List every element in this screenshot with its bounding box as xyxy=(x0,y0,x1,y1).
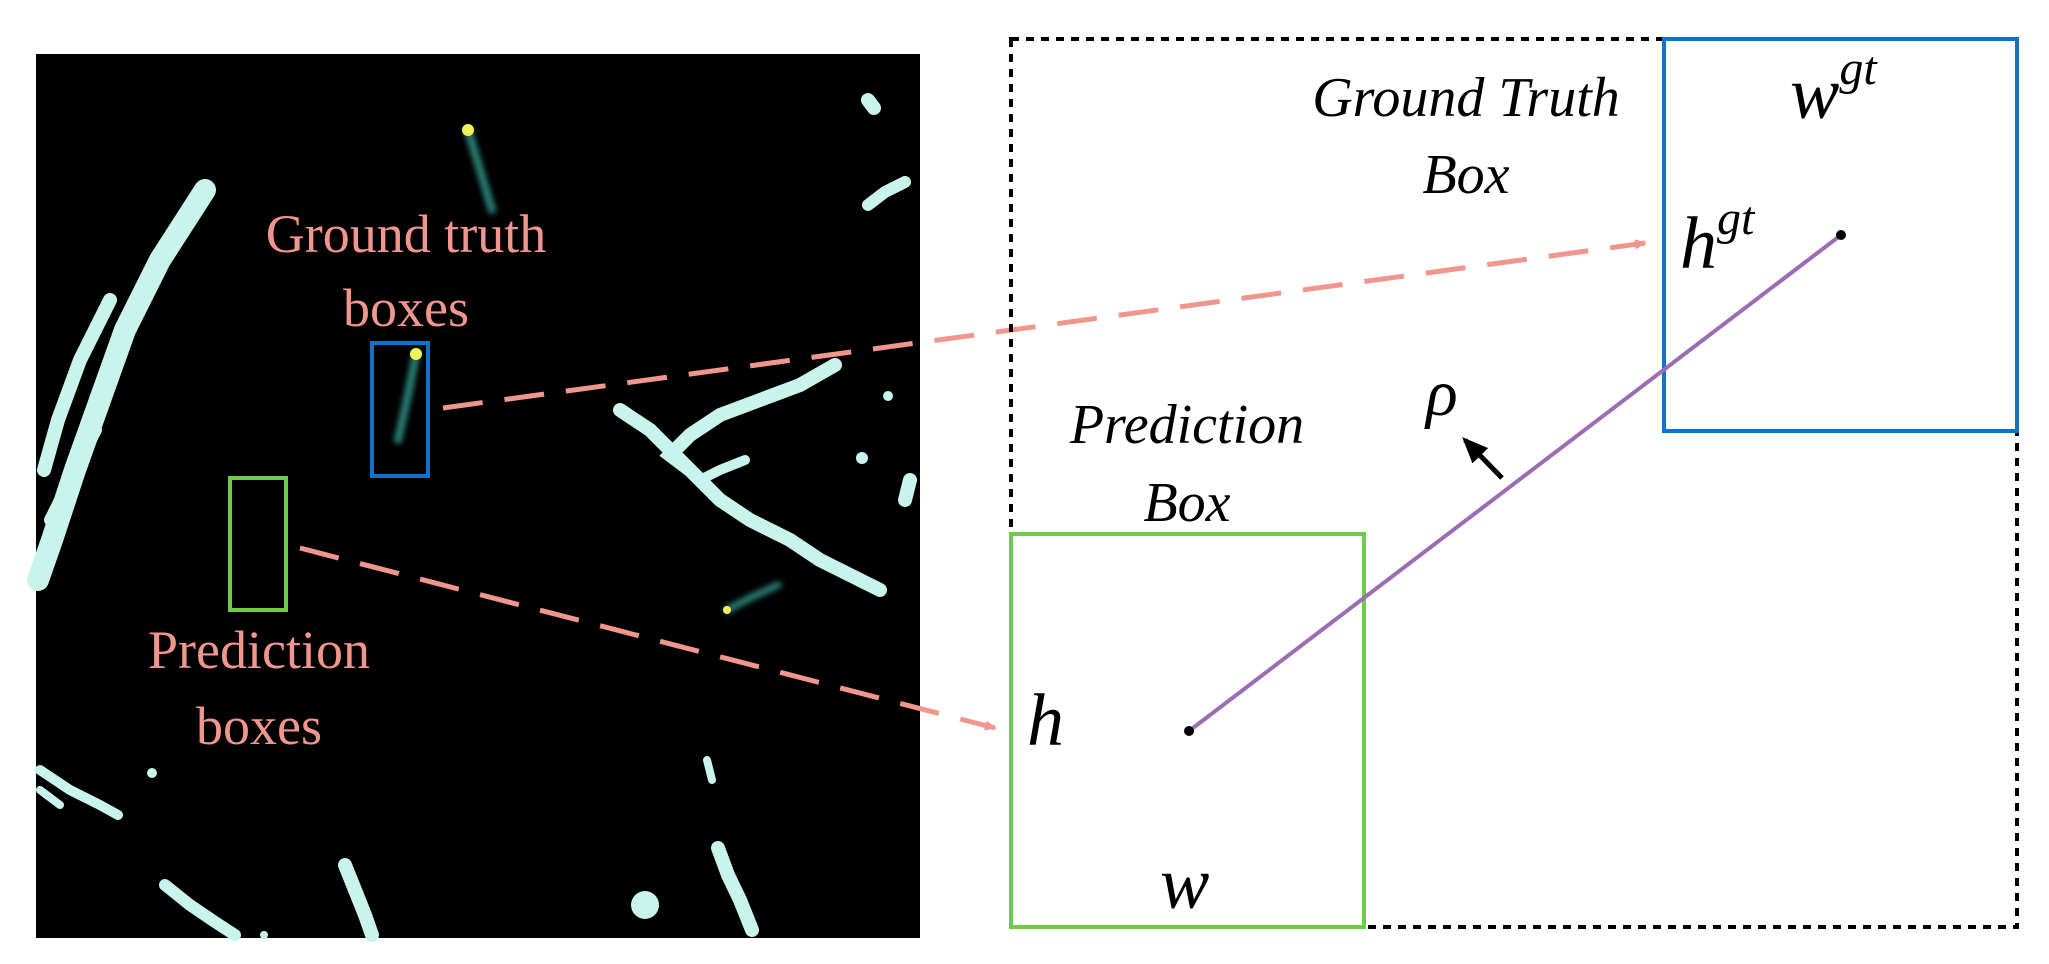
distance-rho-label: ρ xyxy=(1424,357,1458,430)
dot-right-1 xyxy=(856,452,868,464)
ground-truth-box xyxy=(1662,37,2019,433)
dot-right-2 xyxy=(883,391,893,401)
streak-left-lower xyxy=(44,424,102,526)
streak-bottom-center xyxy=(159,879,241,941)
streak-bottom-mid xyxy=(338,858,379,942)
ground-truth-center-point xyxy=(1836,230,1846,240)
ground-truth-title-line2: Box xyxy=(1422,144,1509,206)
gt-correspondence-arrow xyxy=(442,239,1647,411)
ground-truth-label-line1: Ground truth xyxy=(266,204,546,264)
dot-bottom-2 xyxy=(631,891,659,919)
center-distance-line xyxy=(1187,233,1843,733)
target-top xyxy=(462,124,474,136)
streak-bottom-left-2 xyxy=(36,786,64,809)
prediction-title-line2: Box xyxy=(1143,472,1230,534)
gt-height-label: hgt xyxy=(1680,192,1756,285)
gt-width-label: wgt xyxy=(1790,42,1878,135)
streak-left-long xyxy=(27,179,216,591)
geometry-panel: Ground Truth Box Prediction Box wgt hgt … xyxy=(1009,37,2019,929)
gt-width-superscript: gt xyxy=(1839,42,1878,95)
streak-right-mid xyxy=(695,455,750,485)
streak-right-edge xyxy=(898,473,917,507)
infrared-image-panel: Ground truth boxes Prediction boxes xyxy=(27,54,920,942)
streak-bottom-small xyxy=(703,756,716,784)
target-trail-gt xyxy=(394,350,420,444)
dot-bottom-1 xyxy=(147,768,157,778)
prediction-center-point xyxy=(1184,726,1194,736)
gt-width-symbol: w xyxy=(1790,53,1839,135)
ground-truth-box-small xyxy=(370,341,430,478)
gt-height-symbol: h xyxy=(1680,203,1717,285)
small-targets xyxy=(394,124,782,614)
prediction-title-line1: Prediction xyxy=(1069,394,1304,456)
pred-height-label: h xyxy=(1027,680,1064,762)
distance-arrow xyxy=(1462,437,1504,480)
gt-height-superscript: gt xyxy=(1717,192,1756,245)
streak-top-right-1 xyxy=(861,93,881,115)
pred-width-label: w xyxy=(1160,843,1209,925)
streak-bottom-right xyxy=(711,841,759,937)
ground-truth-label-line2: boxes xyxy=(343,278,469,338)
target-trail-lower xyxy=(723,581,782,614)
cloud-streaks xyxy=(27,93,917,942)
streak-bottom-left xyxy=(35,765,123,820)
target-trail-top xyxy=(464,126,496,214)
target-lower xyxy=(723,606,731,614)
prediction-box xyxy=(1009,532,1366,929)
ground-truth-title-line1: Ground Truth xyxy=(1312,67,1620,129)
streak-top-right-2 xyxy=(862,176,911,211)
prediction-box-small xyxy=(228,476,288,612)
prediction-label-line1: Prediction xyxy=(148,620,370,680)
enclosing-dashed-frame xyxy=(1009,37,2019,929)
streak-left-edge xyxy=(37,293,117,477)
streak-right-branch xyxy=(613,403,887,597)
target-gt xyxy=(410,348,422,360)
dot-bottom-3 xyxy=(260,931,268,939)
image-background xyxy=(36,54,920,938)
prediction-label-line2: boxes xyxy=(196,696,322,756)
